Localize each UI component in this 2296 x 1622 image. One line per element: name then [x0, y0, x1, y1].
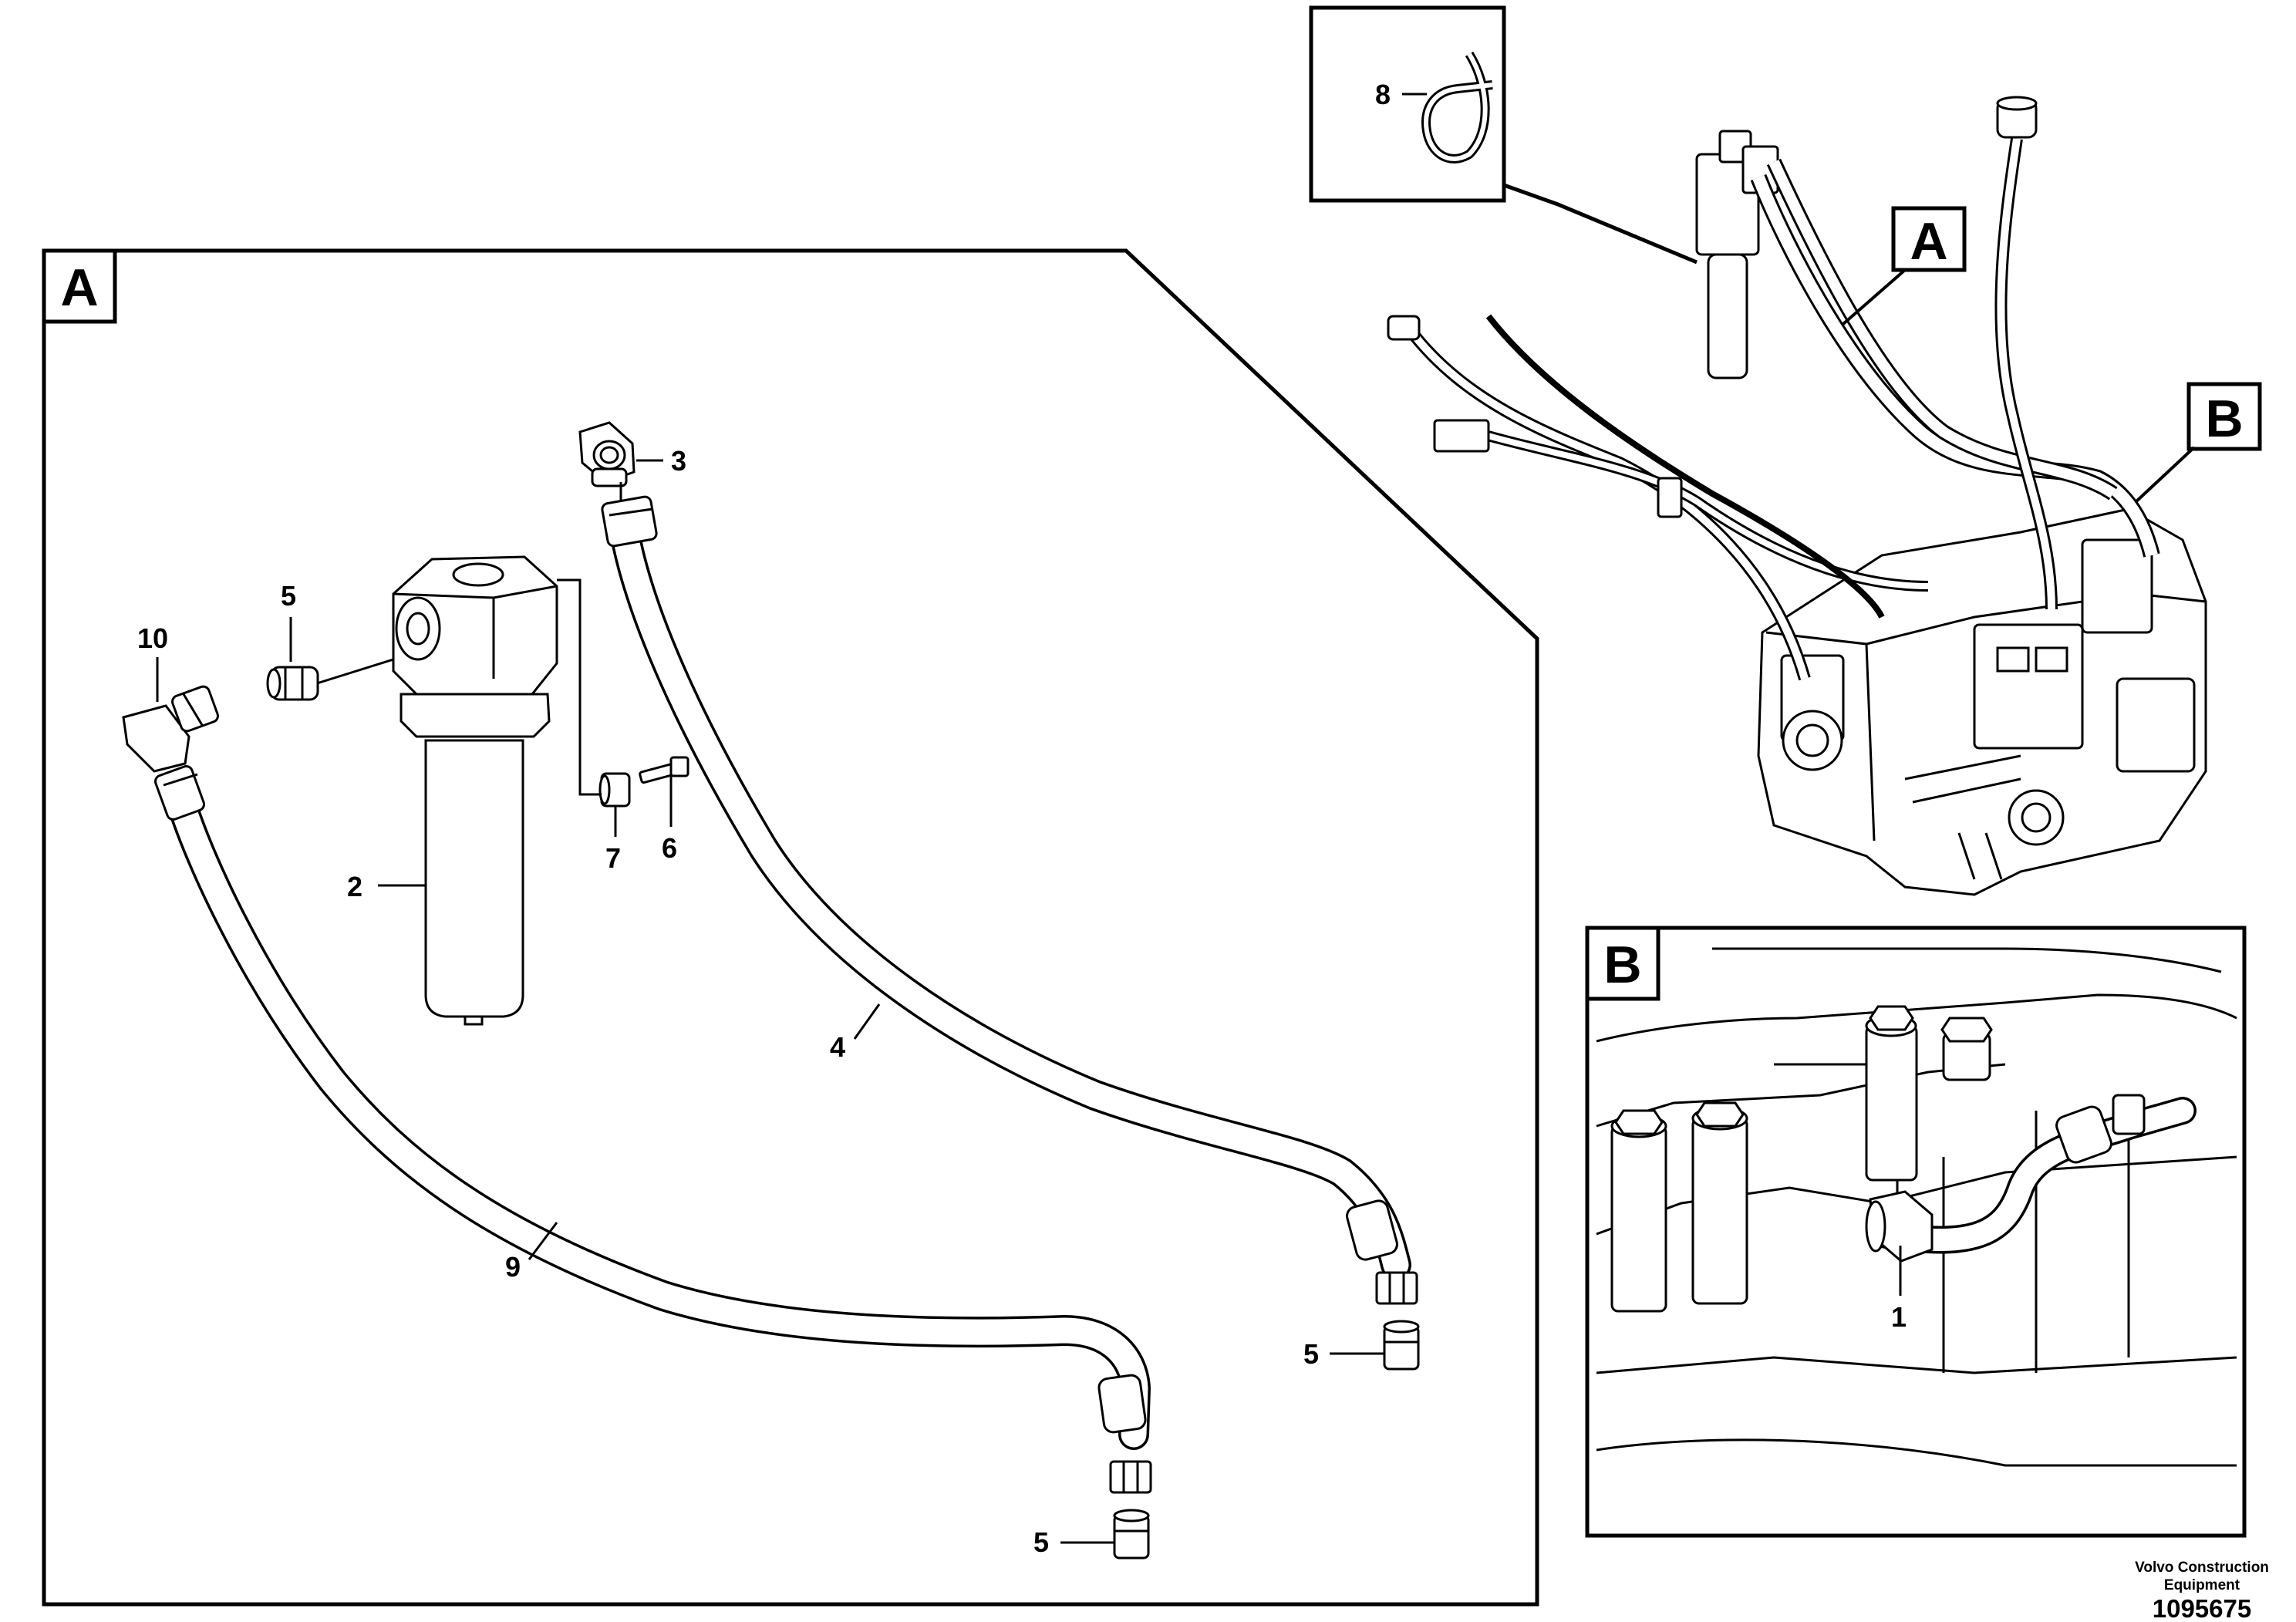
- detail-b-fitting-1: [1865, 1094, 2146, 1263]
- spacer-7: [598, 772, 631, 808]
- detail-b-panel: 1 B: [1585, 926, 2247, 1538]
- callout-5-upper: 5: [281, 580, 296, 612]
- hose-4: [609, 517, 1411, 1280]
- hose-9-lower-nut: [1109, 1460, 1152, 1494]
- detail-b-tag: B: [1603, 936, 1641, 994]
- hose-4-lower-nut: [1375, 1271, 1418, 1305]
- cable-tie-frame: [1309, 5, 1506, 203]
- callout-5-bottom: 5: [1033, 1526, 1049, 1558]
- overview-tag-a: A: [1842, 206, 1967, 325]
- cable-tie-detail: 8: [1309, 5, 1698, 265]
- callout-5-right: 5: [1303, 1338, 1319, 1370]
- elbow-fitting-3: [578, 421, 636, 487]
- callout-8: 8: [1375, 79, 1391, 110]
- detail-b-bolts: [1610, 1005, 1993, 1313]
- overview-tag-a-text: A: [1910, 212, 1947, 271]
- adapter-5-bottom: [1113, 1509, 1150, 1560]
- detail-a-frame: [42, 248, 1539, 1607]
- overview-tag-b: B: [2135, 382, 2262, 503]
- footer-company-line2: Equipment: [2164, 1577, 2240, 1593]
- callout-6: 6: [662, 832, 677, 864]
- detail-a-tag-box: [42, 248, 117, 324]
- bolt-6: [639, 756, 689, 784]
- callout-9: 9: [505, 1251, 521, 1283]
- callout-1: 1: [1891, 1301, 1907, 1333]
- hose-4-upper-fitting: [601, 495, 658, 548]
- detail-b-tag-box: [1585, 926, 1660, 1001]
- hose-9-crimp-sleeve: [1097, 1374, 1147, 1434]
- overview-connectors: [1387, 315, 1683, 518]
- detail-a-tag: A: [60, 258, 98, 317]
- hose-9-upper-fitting: [154, 765, 205, 821]
- cable-tie-pointer: [1503, 183, 1698, 265]
- leader-lines-a: [156, 459, 1384, 1544]
- overview-sensor: [1996, 96, 2038, 139]
- callout-2: 2: [347, 871, 362, 902]
- callout-3: 3: [671, 445, 686, 477]
- overview-hoses: [1406, 137, 2160, 681]
- callout-7: 7: [605, 842, 621, 874]
- elbow-fitting-10: [122, 685, 219, 773]
- overview-filter: [1695, 130, 1779, 379]
- filter-2: [392, 555, 558, 1026]
- callout-10: 10: [137, 622, 168, 654]
- footer-doc-number: 1095675: [2153, 1594, 2251, 1622]
- overview-tag-b-text: B: [2205, 389, 2243, 448]
- footer-company-line1: Volvo Construction: [2135, 1560, 2269, 1576]
- adapter-5-right: [1383, 1320, 1420, 1371]
- hose-9: [166, 787, 1151, 1450]
- adapter-5-upper: [266, 666, 319, 701]
- detail-a-panel: A: [42, 248, 1539, 1607]
- hose-4-crimp-sleeve: [1346, 1199, 1398, 1261]
- callout-4: 4: [830, 1031, 845, 1063]
